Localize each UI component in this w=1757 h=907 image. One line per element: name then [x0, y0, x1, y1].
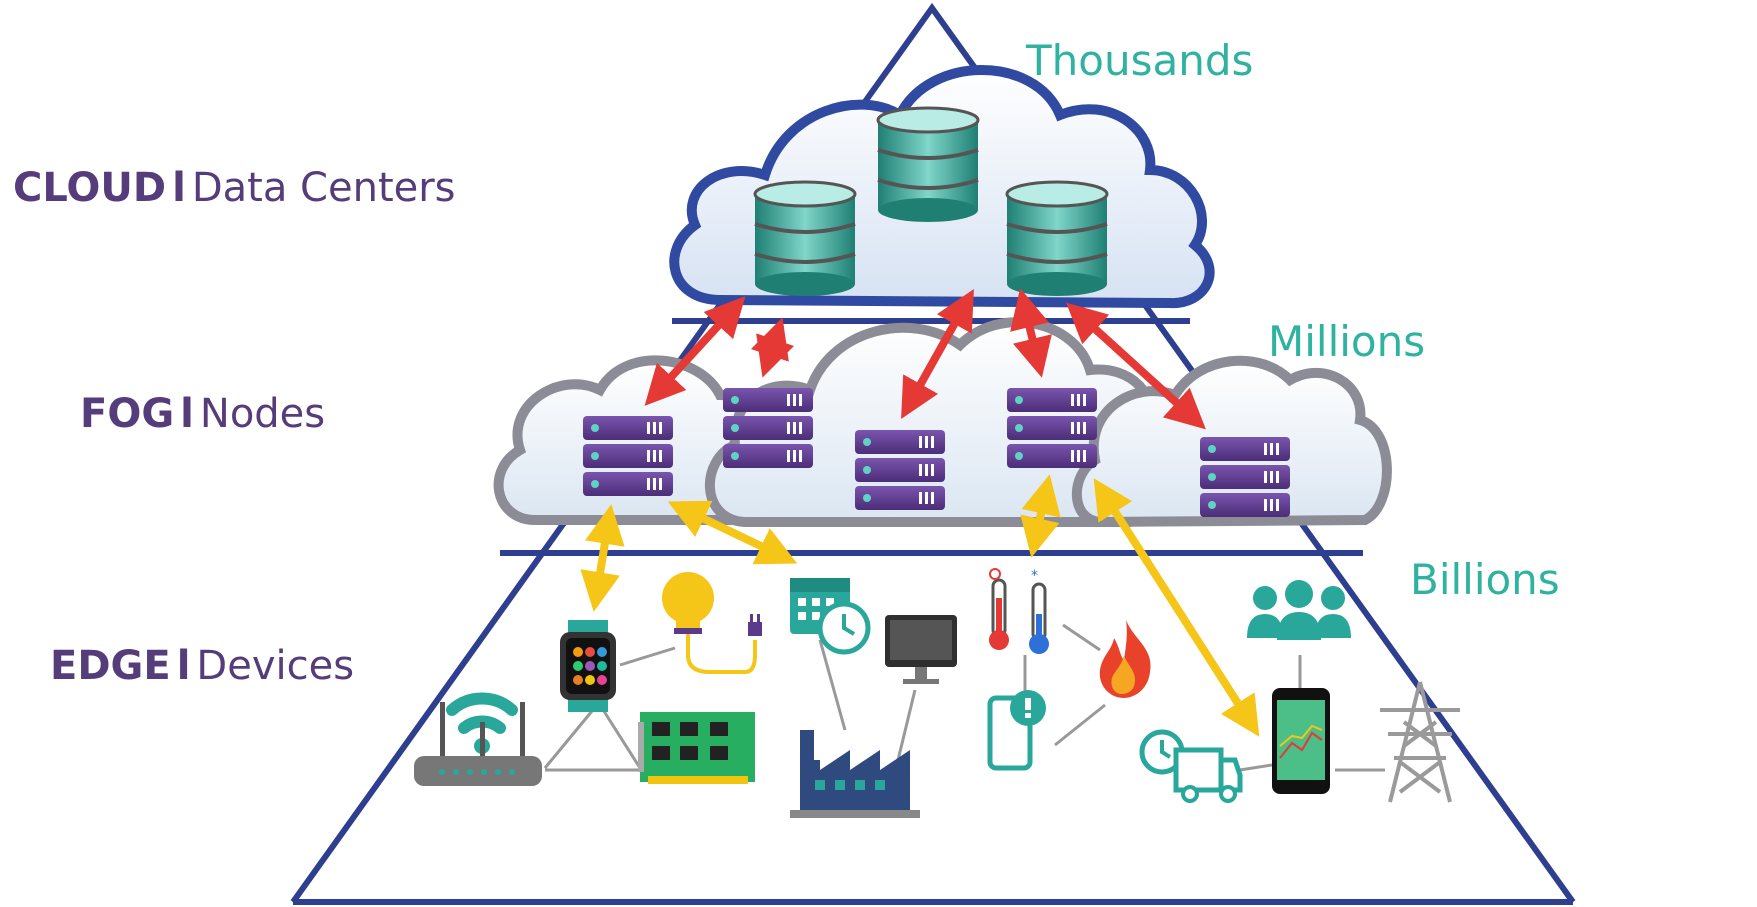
server-rack-icon: [723, 388, 813, 468]
svg-text:*: *: [1031, 568, 1038, 584]
tier-name: CLOUD: [13, 165, 167, 211]
tier-description: Devices: [196, 643, 355, 689]
red-arrow: [1010, 288, 1052, 378]
people-icon: [1247, 580, 1351, 640]
yellow-arrow: [667, 500, 798, 565]
tier-description: Nodes: [199, 391, 326, 437]
tier-name: EDGE: [50, 643, 171, 689]
yellow-arrow: [1093, 478, 1260, 737]
cloud-databases: [753, 106, 1109, 296]
count-label-cloud: Thousands: [1026, 36, 1254, 85]
cloud-fog-arrows: [644, 288, 1206, 430]
fire-icon: [1099, 620, 1151, 698]
calendar-clock-icon: [790, 578, 871, 655]
wifi-router-icon: [414, 692, 542, 786]
monitor-icon: [885, 615, 957, 684]
server-rack-icon: [1200, 437, 1290, 517]
red-arrow: [1066, 302, 1206, 430]
edge-devices: *: [414, 568, 1460, 818]
database-icon: [753, 180, 857, 296]
tier-separator: l: [180, 391, 194, 437]
server-rack-icon: [855, 430, 945, 510]
yellow-arrow: [1020, 474, 1061, 558]
red-arrow: [750, 317, 795, 378]
fog-servers: [583, 388, 1290, 517]
thermometer-icon: *: [989, 568, 1049, 654]
circuit-board-icon: [638, 712, 755, 784]
smartwatch-icon: [560, 620, 616, 712]
smartphone-icon: [1272, 688, 1330, 794]
light-bulb-icon: [662, 572, 762, 674]
tier-separator: l: [176, 643, 191, 689]
count-label-fog: Millions: [1268, 317, 1426, 366]
tier-description: Data Centers: [191, 165, 456, 211]
count-label-edge: Billions: [1410, 555, 1560, 604]
database-icon: [1005, 180, 1109, 296]
factory-icon: [790, 730, 920, 818]
server-rack-icon: [1007, 388, 1097, 468]
tier-separator: l: [172, 165, 186, 211]
tier-name: FOG: [80, 391, 175, 437]
database-icon: [876, 106, 980, 222]
server-rack-icon: [583, 416, 673, 496]
fog-edge-arrows: [580, 474, 1260, 737]
yellow-arrow: [580, 504, 625, 612]
red-arrow: [901, 289, 974, 419]
phone-alert-icon: [987, 690, 1046, 771]
red-arrow: [644, 296, 746, 406]
power-tower-icon: [1380, 681, 1460, 803]
delivery-truck-icon: [1139, 729, 1243, 803]
